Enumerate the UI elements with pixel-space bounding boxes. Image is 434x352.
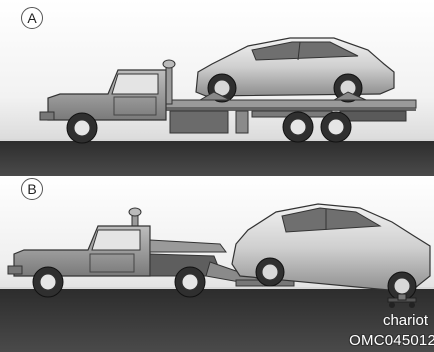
panel-wheel-lift-towing: B: [0, 176, 434, 352]
figure-code: OMC045012: [349, 332, 434, 349]
chariot-label: chariot: [383, 312, 428, 329]
flatbed-illustration: [0, 0, 434, 176]
panel-label-a: A: [21, 7, 43, 29]
panel-flatbed-towing: A: [0, 0, 434, 176]
panel-label-b: B: [21, 178, 43, 200]
wheel-lift-illustration: [0, 176, 434, 352]
road: [0, 140, 434, 176]
